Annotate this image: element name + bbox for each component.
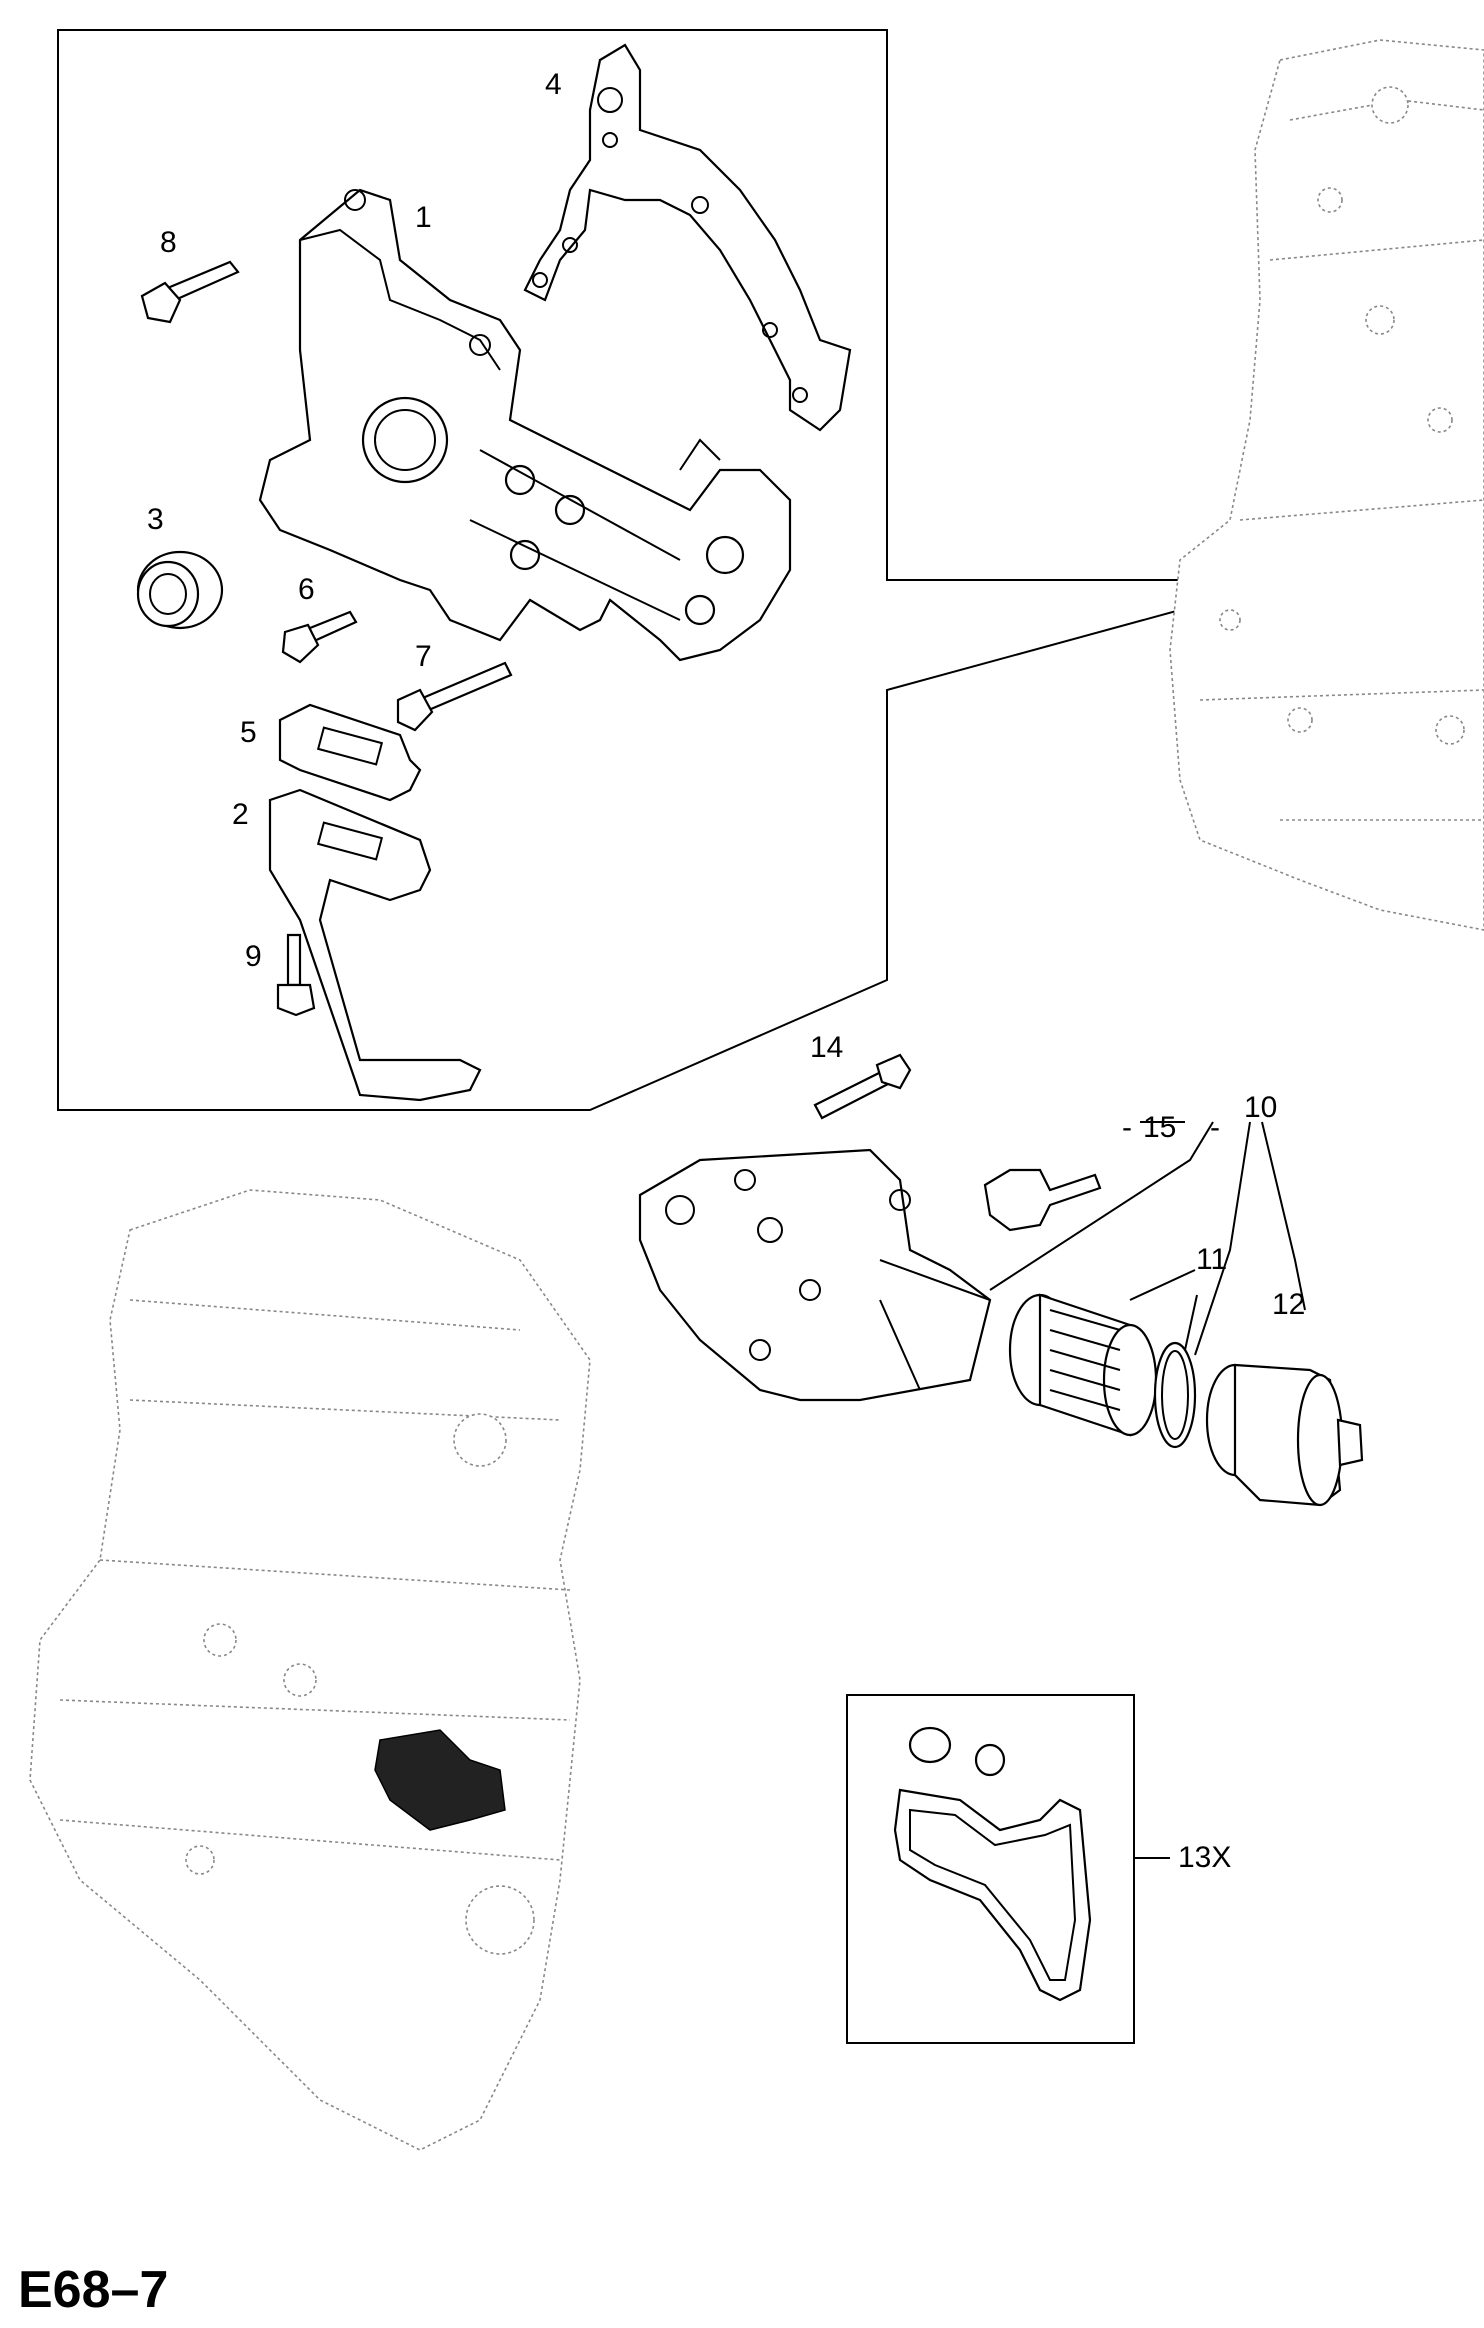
detail-inset-frame [57, 29, 1181, 1111]
callout-13x: 13X [1178, 1841, 1232, 1874]
diagram-code: E68–7 [18, 2261, 169, 2319]
callout-7: 7 [415, 640, 432, 673]
filter-cap-12 [1205, 1363, 1364, 1507]
callout-9: 9 [245, 940, 262, 973]
bolt-14 [813, 1053, 912, 1120]
callout-12: 12 [1272, 1288, 1306, 1321]
callout-10: 10 [1244, 1091, 1278, 1124]
dash-15-left: - [1122, 1111, 1132, 1144]
callout-4: 4 [545, 68, 562, 101]
callout-3: 3 [147, 503, 164, 536]
callout-8: 8 [160, 226, 177, 259]
callout-15: 15 [1143, 1111, 1177, 1144]
callout-14: 14 [810, 1031, 844, 1064]
callout-5: 5 [240, 716, 257, 749]
dash-15-right: - [1210, 1111, 1220, 1144]
callout-11: 11 [1196, 1243, 1228, 1276]
oil-pump-housing [258, 188, 792, 662]
pressure-switch-15 [983, 1168, 1102, 1232]
leader-lines [989, 1121, 1306, 1356]
o-ring [1153, 1341, 1197, 1449]
pickup-gasket-5 [278, 703, 422, 802]
gasket-set-13x-box [846, 1694, 1170, 2044]
bolt-9 [276, 933, 316, 1017]
bolt-6 [281, 610, 358, 664]
callout-1: 1 [415, 201, 432, 234]
callout-6: 6 [298, 573, 315, 606]
bolt-8 [140, 260, 240, 324]
oil-pickup-2 [268, 788, 482, 1102]
shaft-seal-3 [136, 550, 224, 630]
filter-element-11 [1008, 1293, 1158, 1437]
engine-block-ghost-top-right [1169, 39, 1484, 931]
bolt-7 [396, 661, 513, 732]
callout-2: 2 [232, 798, 249, 831]
engine-block-ghost-bottom-left [29, 1189, 591, 2151]
oil-filter-housing [638, 1148, 992, 1402]
timing-cover-gasket [523, 43, 852, 432]
